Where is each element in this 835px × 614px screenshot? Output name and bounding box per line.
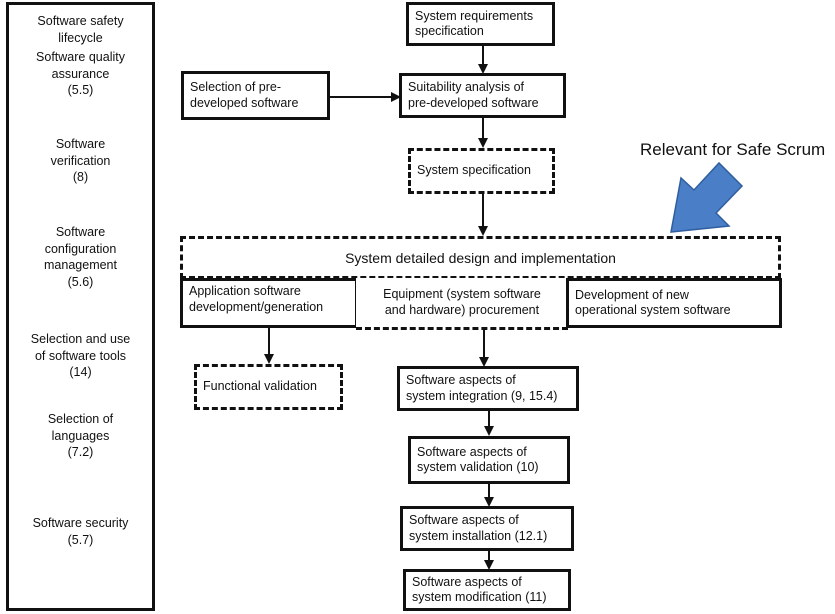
equipment-procurement-label: Equipment (system software and hardware)…: [383, 287, 541, 317]
sidebar-item-security: Software security (5.7): [32, 516, 129, 547]
application-software-box: Application software development/generat…: [180, 278, 358, 328]
system-integration-label: Software aspects of system integration (…: [406, 373, 558, 403]
equipment-procurement-box: Equipment (system software and hardware)…: [356, 278, 568, 330]
system-installation-box: Software aspects of system installation …: [400, 506, 574, 551]
selection-predeveloped-box: Selection of pre- developed software: [181, 71, 330, 120]
system-modification-box: Software aspects of system modification …: [403, 569, 571, 611]
application-software-label: Application software development/generat…: [189, 284, 324, 314]
system-integration-box: Software aspects of system integration (…: [397, 366, 579, 411]
sidebar-item-verification: Software verification (8): [50, 137, 111, 184]
safe-scrum-callout-arrow: [670, 161, 744, 233]
system-requirements-label: System requirements specification: [415, 8, 534, 39]
selection-predeveloped-label: Selection of pre- developed software: [190, 80, 299, 110]
system-specification-box: System specification: [408, 148, 555, 194]
sidebar-item-languages: Selection of languages (7.2): [47, 412, 114, 459]
system-validation-label: Software aspects of system validation (1…: [417, 444, 539, 475]
operational-software-box: Development of new operational system so…: [566, 278, 782, 328]
system-requirements-box: System requirements specification: [406, 2, 555, 46]
safe-scrum-annotation: Relevant for Safe Scrum: [640, 140, 826, 159]
system-modification-label: Software aspects of system modification …: [412, 574, 547, 605]
sidebar-item-software-tools: Selection and use of software tools (14): [30, 332, 131, 379]
lifecycle-sidebar: Software safety lifecycle Software quali…: [6, 2, 155, 611]
suitability-analysis-label: Suitability analysis of pre-developed so…: [408, 80, 539, 110]
operational-software-label: Development of new operational system so…: [575, 287, 731, 318]
system-installation-label: Software aspects of system installation …: [409, 513, 548, 543]
sidebar-item-quality-assurance: Software quality assurance (5.5): [36, 50, 125, 97]
detailed-design-label: System detailed design and implementatio…: [345, 249, 616, 266]
sidebar-item-configuration-management: Software configuration management (5.6): [44, 225, 117, 289]
sidebar-item-safety-lifecycle: Software safety lifecycle: [37, 14, 124, 45]
system-specification-label: System specification: [417, 163, 531, 178]
functional-validation-label: Functional validation: [203, 379, 317, 394]
detailed-design-box: System detailed design and implementatio…: [180, 236, 781, 279]
suitability-analysis-box: Suitability analysis of pre-developed so…: [399, 73, 566, 118]
system-validation-box: Software aspects of system validation (1…: [408, 436, 570, 484]
functional-validation-box: Functional validation: [194, 364, 343, 410]
